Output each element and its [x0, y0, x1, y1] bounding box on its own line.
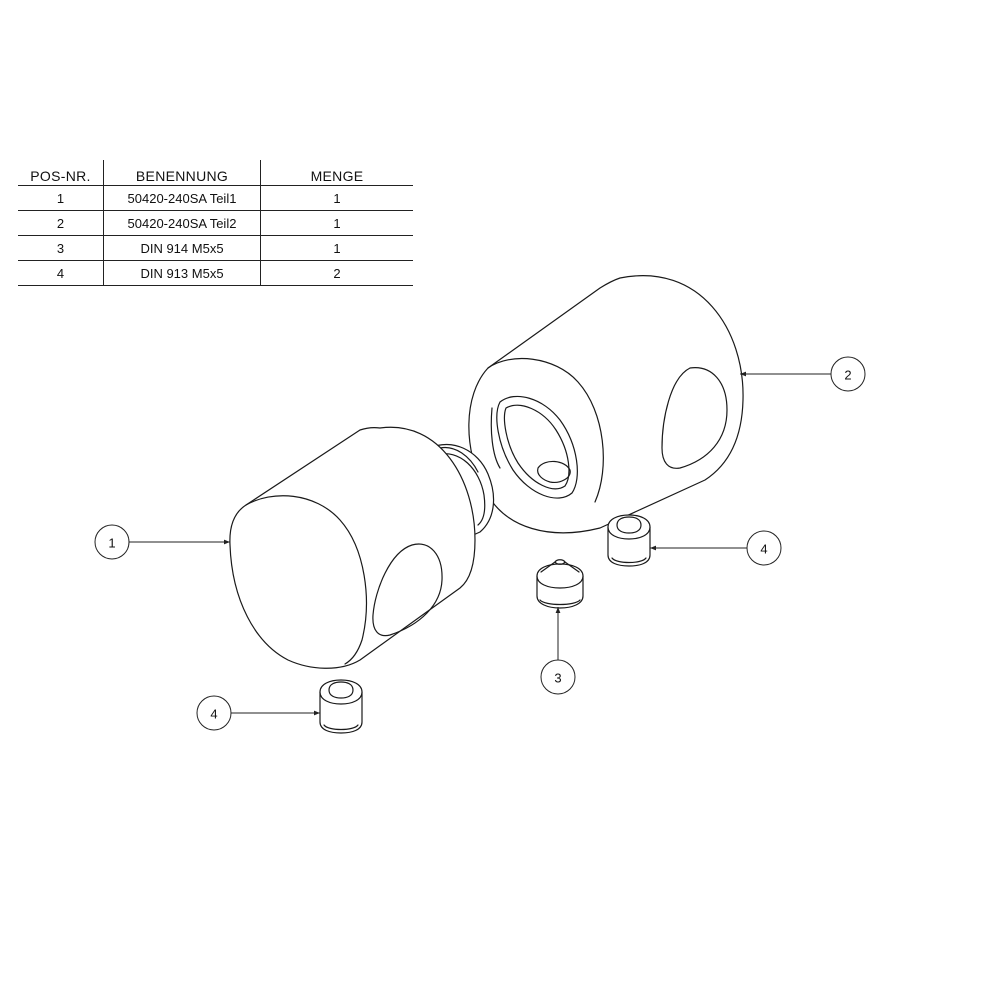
bom-row: 4 DIN 913 M5x5 2	[18, 260, 413, 286]
bom-cell-qty: 1	[260, 210, 413, 236]
part-4-set-screw-right	[607, 514, 651, 567]
bom-row: 2 50420-240SA Teil2 1	[18, 210, 413, 236]
balloon-1	[94, 524, 130, 560]
balloon-3-label: 3	[554, 671, 561, 686]
bom-header-name: BENENNUNG	[103, 160, 261, 186]
bom-cell-name: 50420-240SA Teil2	[103, 210, 261, 236]
bill-of-materials-table: POS-NR. BENENNUNG MENGE 1 50420-240SA Te…	[18, 160, 413, 286]
balloon-4-left	[196, 695, 232, 731]
balloon-2-label: 2	[844, 368, 851, 383]
part-1-cylinder	[229, 426, 495, 669]
bom-cell-pos: 1	[18, 185, 104, 211]
balloon-1-label: 1	[108, 536, 115, 551]
balloon-4-right	[746, 530, 782, 566]
bom-cell-pos: 3	[18, 235, 104, 261]
bom-row: 3 DIN 914 M5x5 1	[18, 235, 413, 261]
bom-cell-pos: 2	[18, 210, 104, 236]
bom-header-pos: POS-NR.	[18, 160, 104, 186]
balloon-4-left-label: 4	[210, 707, 217, 722]
bom-cell-qty: 1	[260, 185, 413, 211]
bom-cell-qty: 2	[260, 260, 413, 286]
part-2-cylinder	[468, 275, 744, 534]
balloon-2	[830, 356, 866, 392]
part-4-set-screw-left	[319, 679, 363, 734]
bom-row: 1 50420-240SA Teil1 1	[18, 185, 413, 211]
bom-cell-qty: 1	[260, 235, 413, 261]
bom-cell-name: DIN 913 M5x5	[103, 260, 261, 286]
balloon-4-right-label: 4	[760, 542, 767, 557]
balloon-3	[540, 659, 576, 695]
bom-cell-pos: 4	[18, 260, 104, 286]
bom-cell-name: 50420-240SA Teil1	[103, 185, 261, 211]
bom-header-row: POS-NR. BENENNUNG MENGE	[18, 160, 413, 186]
bom-header-qty: MENGE	[260, 160, 413, 186]
part-3-set-screw	[536, 559, 584, 609]
bom-cell-name: DIN 914 M5x5	[103, 235, 261, 261]
